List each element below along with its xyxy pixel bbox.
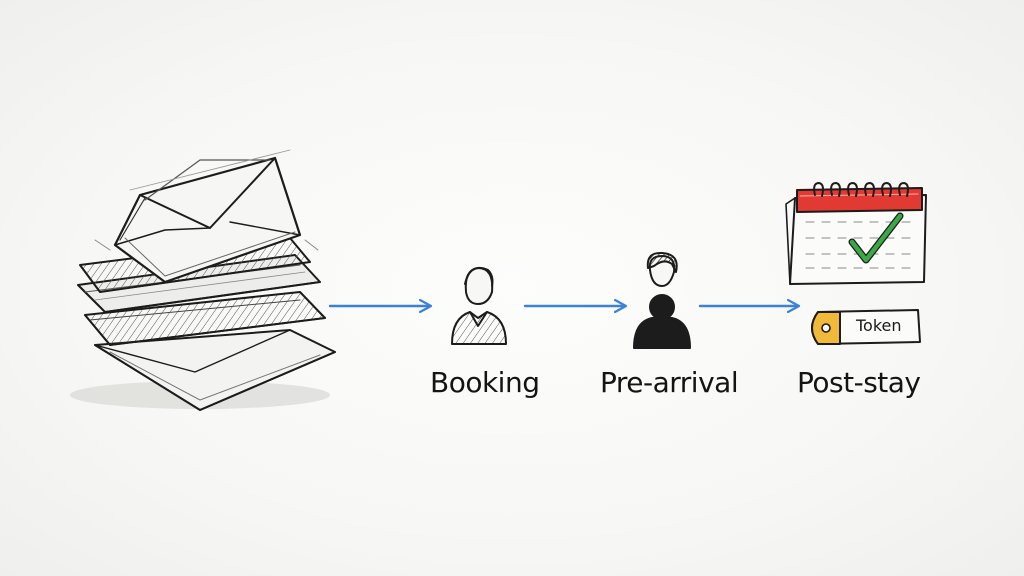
token-label: Token bbox=[856, 316, 902, 335]
prearrival-person-icon bbox=[633, 251, 691, 349]
calendar-check-icon bbox=[785, 182, 927, 285]
booking-person-icon bbox=[451, 266, 507, 345]
stage-label-booking: Booking bbox=[430, 366, 540, 399]
stage-label-prearrival: Pre-arrival bbox=[600, 366, 739, 399]
stage-label-poststay: Post-stay bbox=[797, 366, 921, 399]
envelope-stack-icon bbox=[70, 149, 336, 411]
tag-icon bbox=[811, 309, 921, 345]
